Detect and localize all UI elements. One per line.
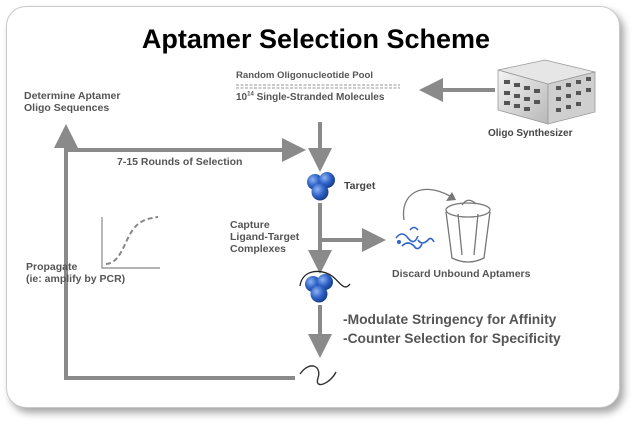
- determine-label: Determine Aptamer Oligo Sequences: [24, 90, 164, 114]
- aptamer-strand-icon: [299, 365, 337, 386]
- determine-line-1: Determine Aptamer: [24, 90, 121, 102]
- pool-count-suffix: Single-Stranded Molecules: [253, 92, 385, 103]
- pool-count-base: 10: [236, 92, 248, 103]
- trash-can-icon: [402, 188, 491, 263]
- target-molecule-icon: [307, 172, 335, 201]
- rounds-label: 7-15 Rounds of Selection: [117, 156, 243, 168]
- capture-line-2: Ligand-Target: [230, 231, 300, 243]
- selection-notes: -Modulate Stringency for Affinity -Count…: [343, 310, 561, 348]
- propagate-loop-arrow: [54, 124, 295, 380]
- determine-line-2: Oligo Sequences: [24, 102, 110, 114]
- pool-strands: [236, 84, 400, 89]
- pcr-curve-icon: [101, 216, 160, 269]
- note-specificity: -Counter Selection for Specificity: [343, 331, 561, 346]
- propagate-label: Propagate (ie: amplify by PCR): [26, 261, 166, 285]
- diagram-title: Aptamer Selection Scheme: [141, 24, 491, 54]
- bound-aptamer-icon: [299, 270, 351, 303]
- propagate-line-1: Propagate: [26, 261, 78, 273]
- unbound-aptamers-icon: [395, 226, 435, 250]
- pool-title: Random Oligonucleotide Pool: [236, 70, 373, 81]
- pool-count-exponent: 14: [247, 91, 254, 98]
- synthesizer-label: Oligo Synthesizer: [488, 128, 573, 139]
- note-affinity: -Modulate Stringency for Affinity: [343, 312, 557, 327]
- oligo-synthesizer-icon: [497, 59, 596, 125]
- discard-label: Discard Unbound Aptamers: [392, 268, 531, 280]
- target-label: Target: [344, 180, 376, 192]
- pool-count: 1014 Single-Stranded Molecules: [236, 92, 384, 104]
- capture-label: Capture Ligand-Target Complexes: [230, 219, 310, 255]
- capture-line-1: Capture: [230, 219, 270, 231]
- propagate-line-2: (ie: amplify by PCR): [26, 273, 126, 285]
- capture-line-3: Complexes: [230, 243, 287, 255]
